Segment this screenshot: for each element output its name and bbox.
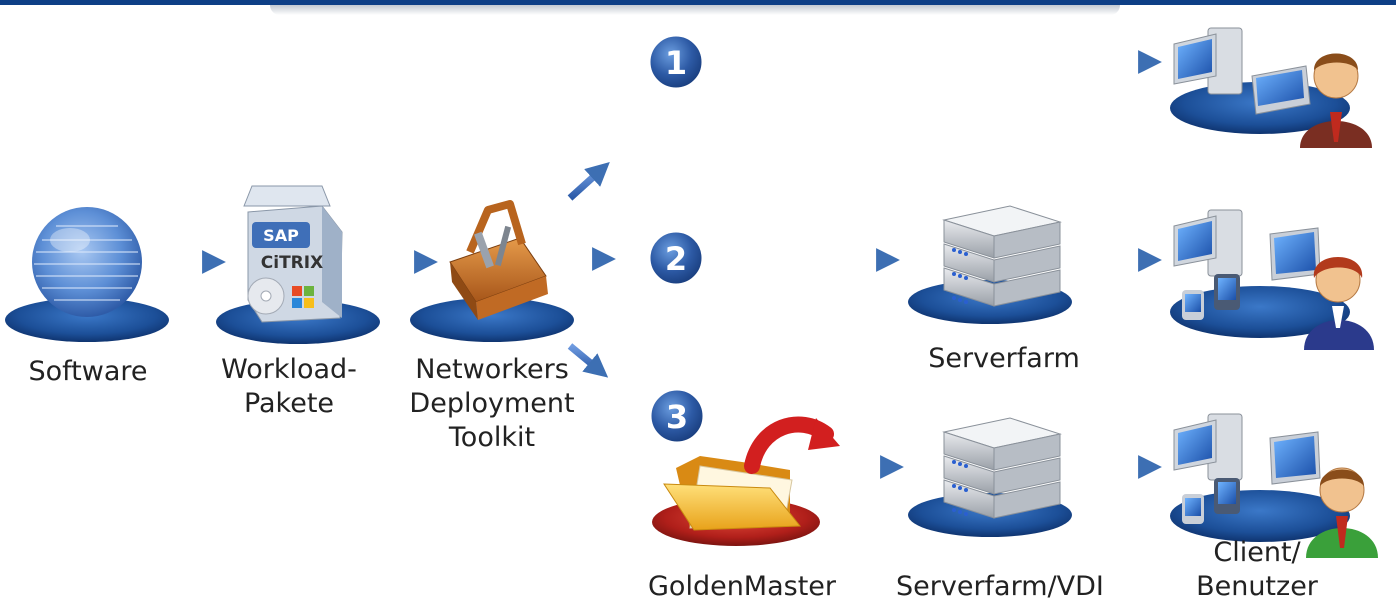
label-serverfarm: Serverfarm bbox=[928, 343, 1080, 374]
workstation-user-icon-1 bbox=[1170, 27, 1372, 148]
step-badge-2-number: 2 bbox=[665, 240, 687, 278]
step-badge-1-number: 1 bbox=[665, 44, 687, 82]
label-goldenmaster: GoldenMaster bbox=[648, 571, 837, 602]
arrows bbox=[172, 50, 1162, 479]
label-workload-pakete: Workload- Pakete bbox=[221, 354, 357, 419]
workstation-user-icon-2 bbox=[1170, 209, 1374, 350]
server-icon bbox=[908, 205, 1072, 324]
step-badge-1: 1 bbox=[647, 33, 705, 91]
label-networkers-deployment-toolkit: Networkers Deployment Toolkit bbox=[409, 354, 575, 453]
box-logo-citrix: CiTRIX bbox=[261, 253, 323, 273]
step-badge-2: 2 bbox=[647, 229, 705, 287]
label-serverfarm-vdi: Serverfarm/VDI bbox=[896, 571, 1104, 602]
globe-binary-icon bbox=[5, 207, 169, 342]
step-badge-3-number: 3 bbox=[666, 398, 688, 436]
software-box-icon: SAP CiTRIX bbox=[216, 185, 380, 344]
folder-arrow-icon bbox=[652, 416, 840, 546]
arrow-toolkit-up bbox=[567, 162, 610, 201]
toolbox-icon bbox=[410, 200, 574, 342]
header-bar bbox=[0, 0, 1396, 5]
workstation-user-icon-3 bbox=[1170, 413, 1378, 558]
server-vdi-icon bbox=[908, 417, 1072, 537]
label-client-benutzer: Client/ Benutzer bbox=[1196, 537, 1318, 602]
step-badge-3: 3 bbox=[648, 387, 706, 445]
label-software: Software bbox=[28, 356, 148, 387]
header-shadow bbox=[270, 5, 1120, 15]
arrow-toolkit-down bbox=[567, 343, 609, 378]
box-logo-sap: SAP bbox=[263, 226, 299, 245]
